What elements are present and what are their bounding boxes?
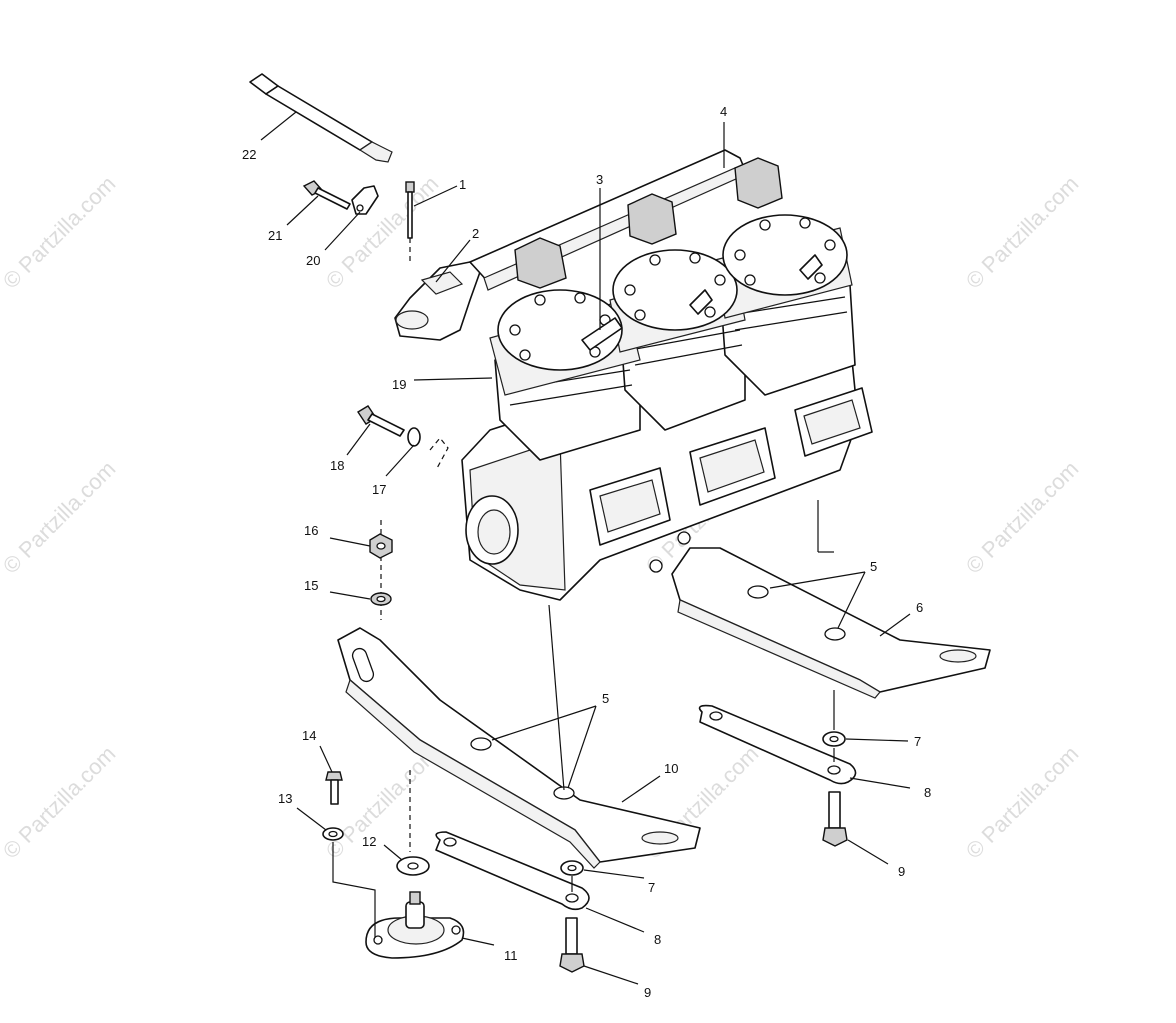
part-15-washer [370,592,392,606]
part-13-washer [322,827,344,841]
callout-4: 4 [720,104,727,119]
part-10-left-rail [337,627,701,869]
callout-7-left: 7 [648,880,655,895]
part-14-bolt [325,771,343,805]
callout-11: 11 [504,948,518,963]
callout-15: 15 [304,578,318,593]
part-6-right-rail [671,547,991,699]
callout-5-left: 5 [602,691,609,706]
callout-13: 13 [278,791,292,806]
part-22-rod [249,73,393,163]
callout-17: 17 [372,482,386,497]
part-16-nut [369,533,393,559]
callout-10: 10 [664,761,678,776]
watermark: © Partzilla.com [0,456,120,579]
watermark: © Partzilla.com [0,171,120,294]
callout-8-right: 8 [924,785,931,800]
callouts: 22 21 20 1 2 3 4 19 18 17 16 15 5 6 5 10… [242,104,931,1000]
callout-1: 1 [459,177,466,192]
part-9-bolt-right [822,791,848,847]
callout-20: 20 [306,253,320,268]
callout-19: 19 [392,377,406,392]
watermark: © Partzilla.com [961,456,1084,579]
callout-12: 12 [362,834,376,849]
callout-16: 16 [304,523,318,538]
callout-9-left: 9 [644,985,651,1000]
leader-lines [260,111,911,985]
watermark: © Partzilla.com [961,171,1084,294]
part-1-bolt [405,181,415,239]
part-18-bolt [357,405,405,437]
callout-7-right: 7 [914,734,921,749]
watermark: © Partzilla.com [0,741,120,864]
callout-3: 3 [596,172,603,187]
callout-9-right: 9 [898,864,905,879]
part-8-strap-right [698,704,857,785]
watermark: © Partzilla.com [321,741,444,864]
part-9-bolt-left [559,917,585,973]
callout-21: 21 [268,228,282,243]
part-20-bracket [351,185,379,215]
callout-5-right: 5 [870,559,877,574]
callout-18: 18 [330,458,344,473]
part-21-bolt [302,180,351,210]
watermark: © Partzilla.com [321,171,444,294]
engine-block [461,157,873,601]
part-11-engine-mount [365,891,465,959]
callout-8-left: 8 [654,932,661,947]
callout-6: 6 [916,600,923,615]
callout-22: 22 [242,147,256,162]
part-8-strap-left [435,831,590,911]
callout-14: 14 [302,728,316,743]
part-17-washer [407,427,449,471]
watermark: © Partzilla.com [961,741,1084,864]
part-12-washer [396,856,430,876]
part-2-housing [394,261,481,341]
callout-2: 2 [472,226,479,241]
